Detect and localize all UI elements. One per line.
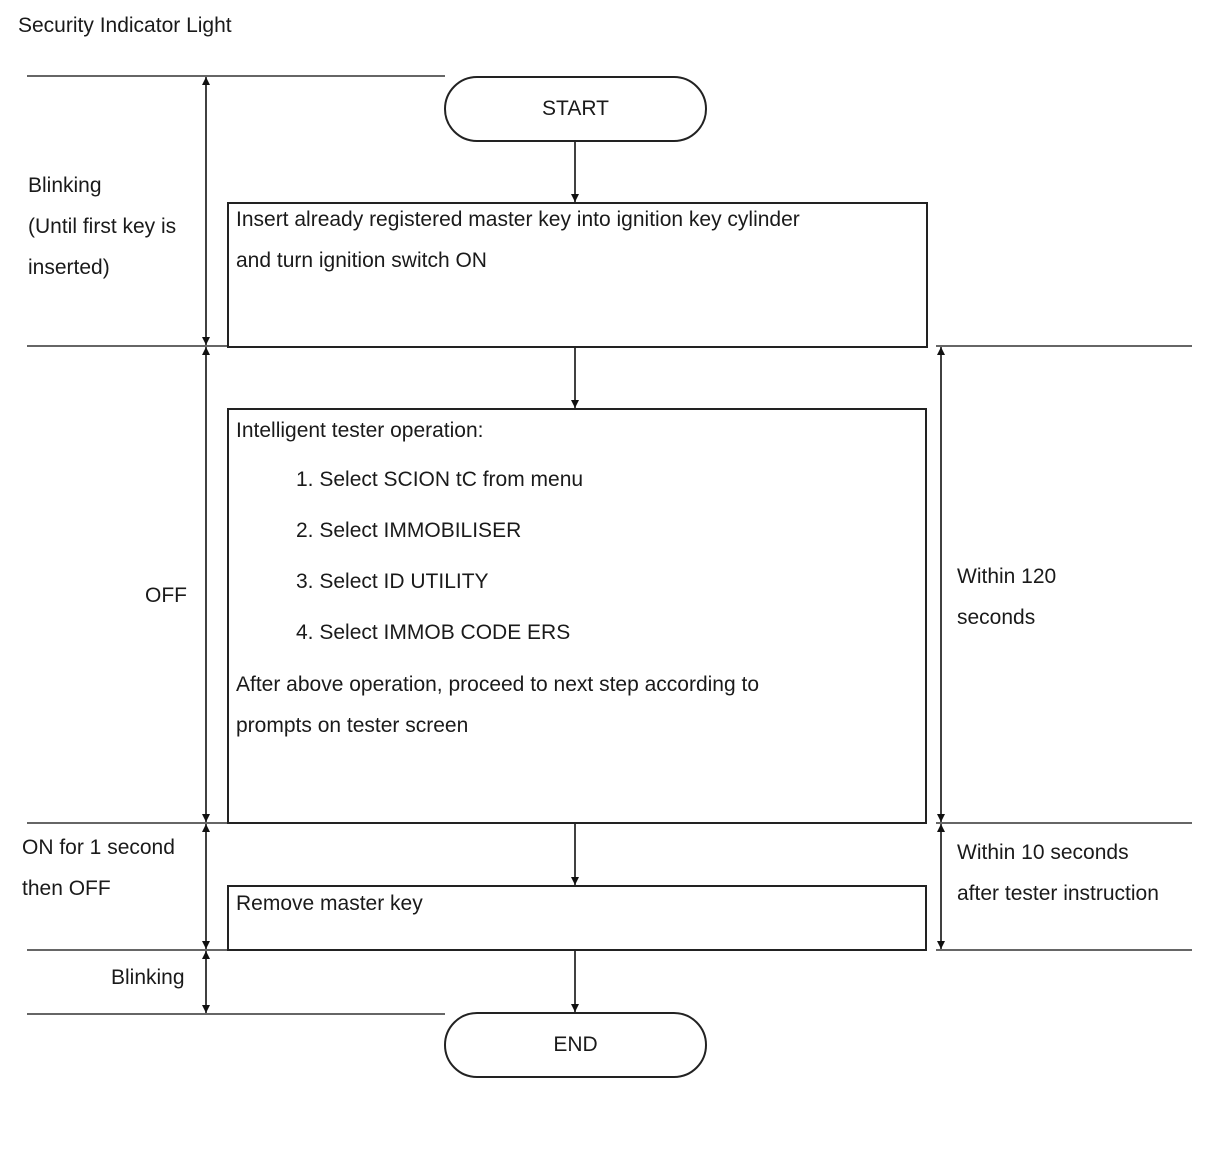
tester-item-3: 3. Select ID UTILITY (296, 570, 489, 593)
start-terminal: START (444, 76, 707, 142)
tester-footer-line-2: prompts on tester screen (236, 714, 469, 737)
step-insert-key-line-1: Insert already registered master key int… (236, 208, 800, 231)
step-remove-key-label: Remove master key (236, 892, 423, 915)
end-label: END (553, 1033, 598, 1056)
blinking-initial-line-1: Blinking (28, 174, 102, 197)
on-then-off-line-2: then OFF (22, 877, 111, 900)
tester-footer-line-1: After above operation, proceed to next s… (236, 673, 760, 696)
step-tester-operation (227, 408, 927, 824)
within-10-line-1: Within 10 seconds (957, 841, 1129, 864)
on-then-off-line-1: ON for 1 second (22, 836, 175, 859)
tester-item-2: 2. Select IMMOBILISER (296, 519, 522, 542)
tester-heading: Intelligent tester operation: (236, 419, 484, 442)
end-terminal: END (444, 1012, 707, 1078)
blinking-initial-line-3: inserted) (28, 256, 110, 279)
within-120-line-1: Within 120 (957, 565, 1057, 588)
step-insert-key (227, 202, 928, 348)
within-10-line-2: after tester instruction (957, 882, 1159, 905)
diagram-title: Security Indicator Light (18, 14, 232, 37)
tester-item-4: 4. Select IMMOB CODE ERS (296, 621, 571, 644)
tester-item-1: 1. Select SCION tC from menu (296, 468, 584, 491)
start-label: START (542, 97, 609, 120)
step-remove-key (227, 885, 927, 951)
blinking-final-label: Blinking (111, 966, 185, 989)
step-insert-key-line-2: and turn ignition switch ON (236, 249, 487, 272)
blinking-initial-line-2: (Until first key is (28, 215, 177, 238)
state-off-label: OFF (145, 584, 187, 607)
within-120-line-2: seconds (957, 606, 1036, 629)
